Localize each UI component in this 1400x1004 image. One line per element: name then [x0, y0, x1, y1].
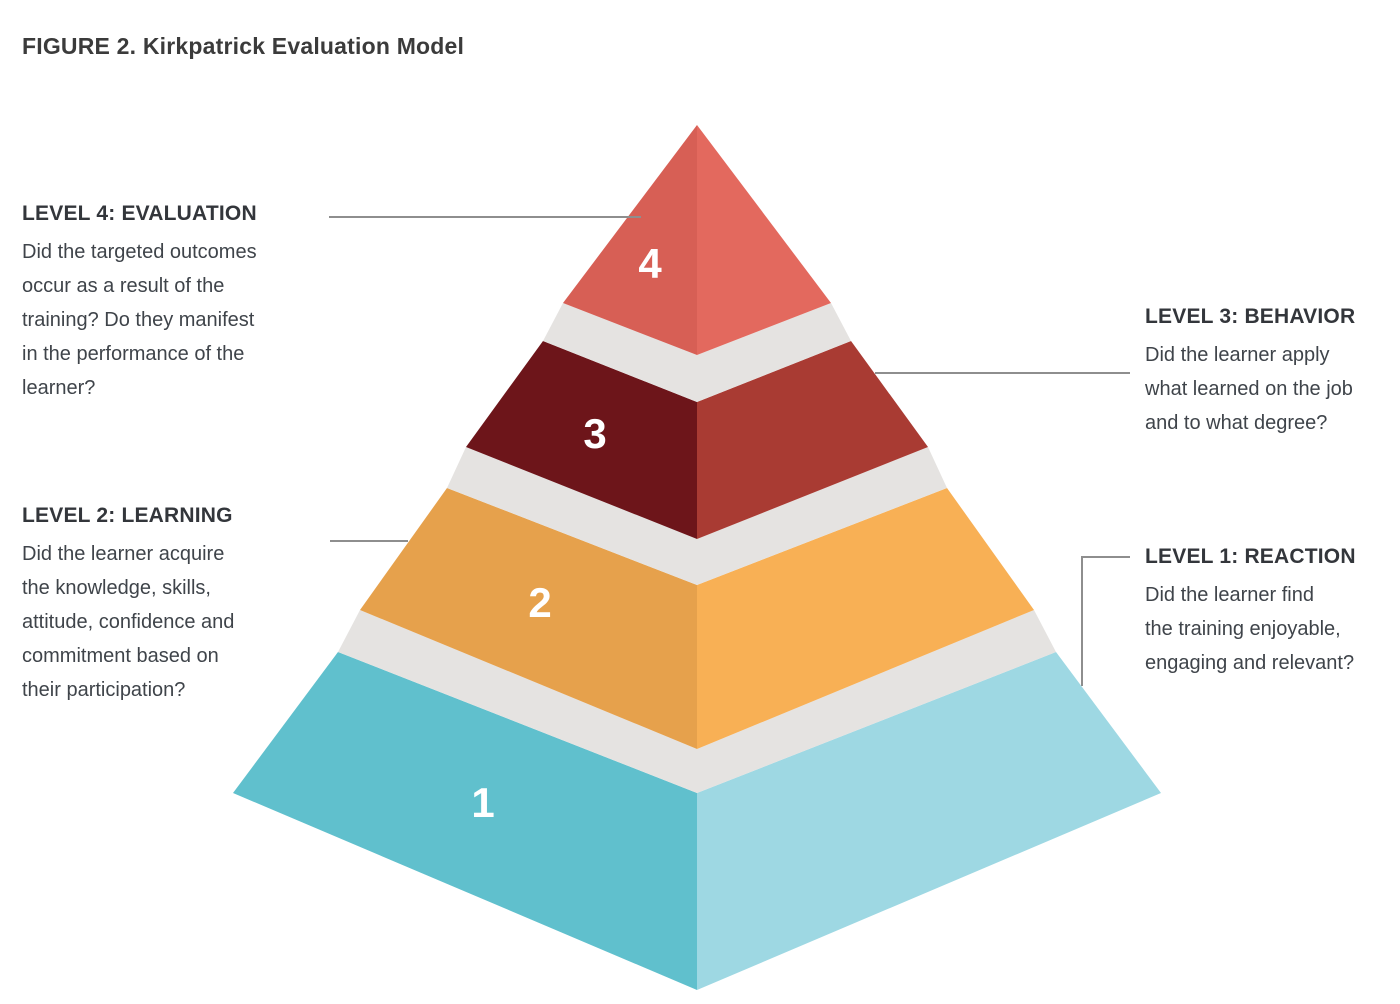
- level-3-left-face: [466, 341, 697, 539]
- label-level-3: LEVEL 3: BEHAVIOR Did the learner apply …: [1145, 305, 1400, 440]
- platform-band-3: [543, 303, 851, 402]
- level-4-left-face: [563, 125, 697, 355]
- level-1-right-face: [697, 652, 1161, 990]
- label-body-level-2: Did the learner acquire the knowledge, s…: [22, 543, 235, 701]
- label-heading-level-1: LEVEL 1: REACTION: [1145, 545, 1356, 568]
- label-level-1: LEVEL 1: REACTION Did the learner find t…: [1145, 545, 1400, 680]
- label-level-4: LEVEL 4: EVALUATION Did the targeted out…: [22, 202, 332, 405]
- level-number-4: 4: [638, 240, 662, 287]
- figure-title: FIGURE 2. Kirkpatrick Evaluation Model: [22, 33, 465, 59]
- label-heading-level-2: LEVEL 2: LEARNING: [22, 504, 233, 527]
- level-number-3: 3: [583, 410, 606, 457]
- level-2-right-face: [697, 488, 1034, 749]
- level-1-left-face: [233, 652, 697, 990]
- label-body-level-1: Did the learner find the training enjoya…: [1145, 584, 1355, 674]
- label-body-level-3: Did the learner apply what learned on th…: [1145, 344, 1353, 434]
- label-level-2: LEVEL 2: LEARNING Did the learner acquir…: [22, 504, 332, 707]
- connector-line-level-1: [1081, 556, 1130, 686]
- platform-band-1: [338, 610, 1056, 793]
- level-4-right-face: [697, 125, 831, 355]
- platform-band-2: [447, 447, 947, 585]
- level-3-right-face: [697, 341, 928, 539]
- level-number-2: 2: [528, 579, 551, 626]
- level-number-1: 1: [471, 779, 494, 826]
- label-heading-level-3: LEVEL 3: BEHAVIOR: [1145, 305, 1356, 328]
- level-2-left-face: [360, 488, 697, 749]
- label-heading-level-4: LEVEL 4: EVALUATION: [22, 202, 257, 225]
- label-body-level-4: Did the targeted outcomes occur as a res…: [22, 241, 257, 399]
